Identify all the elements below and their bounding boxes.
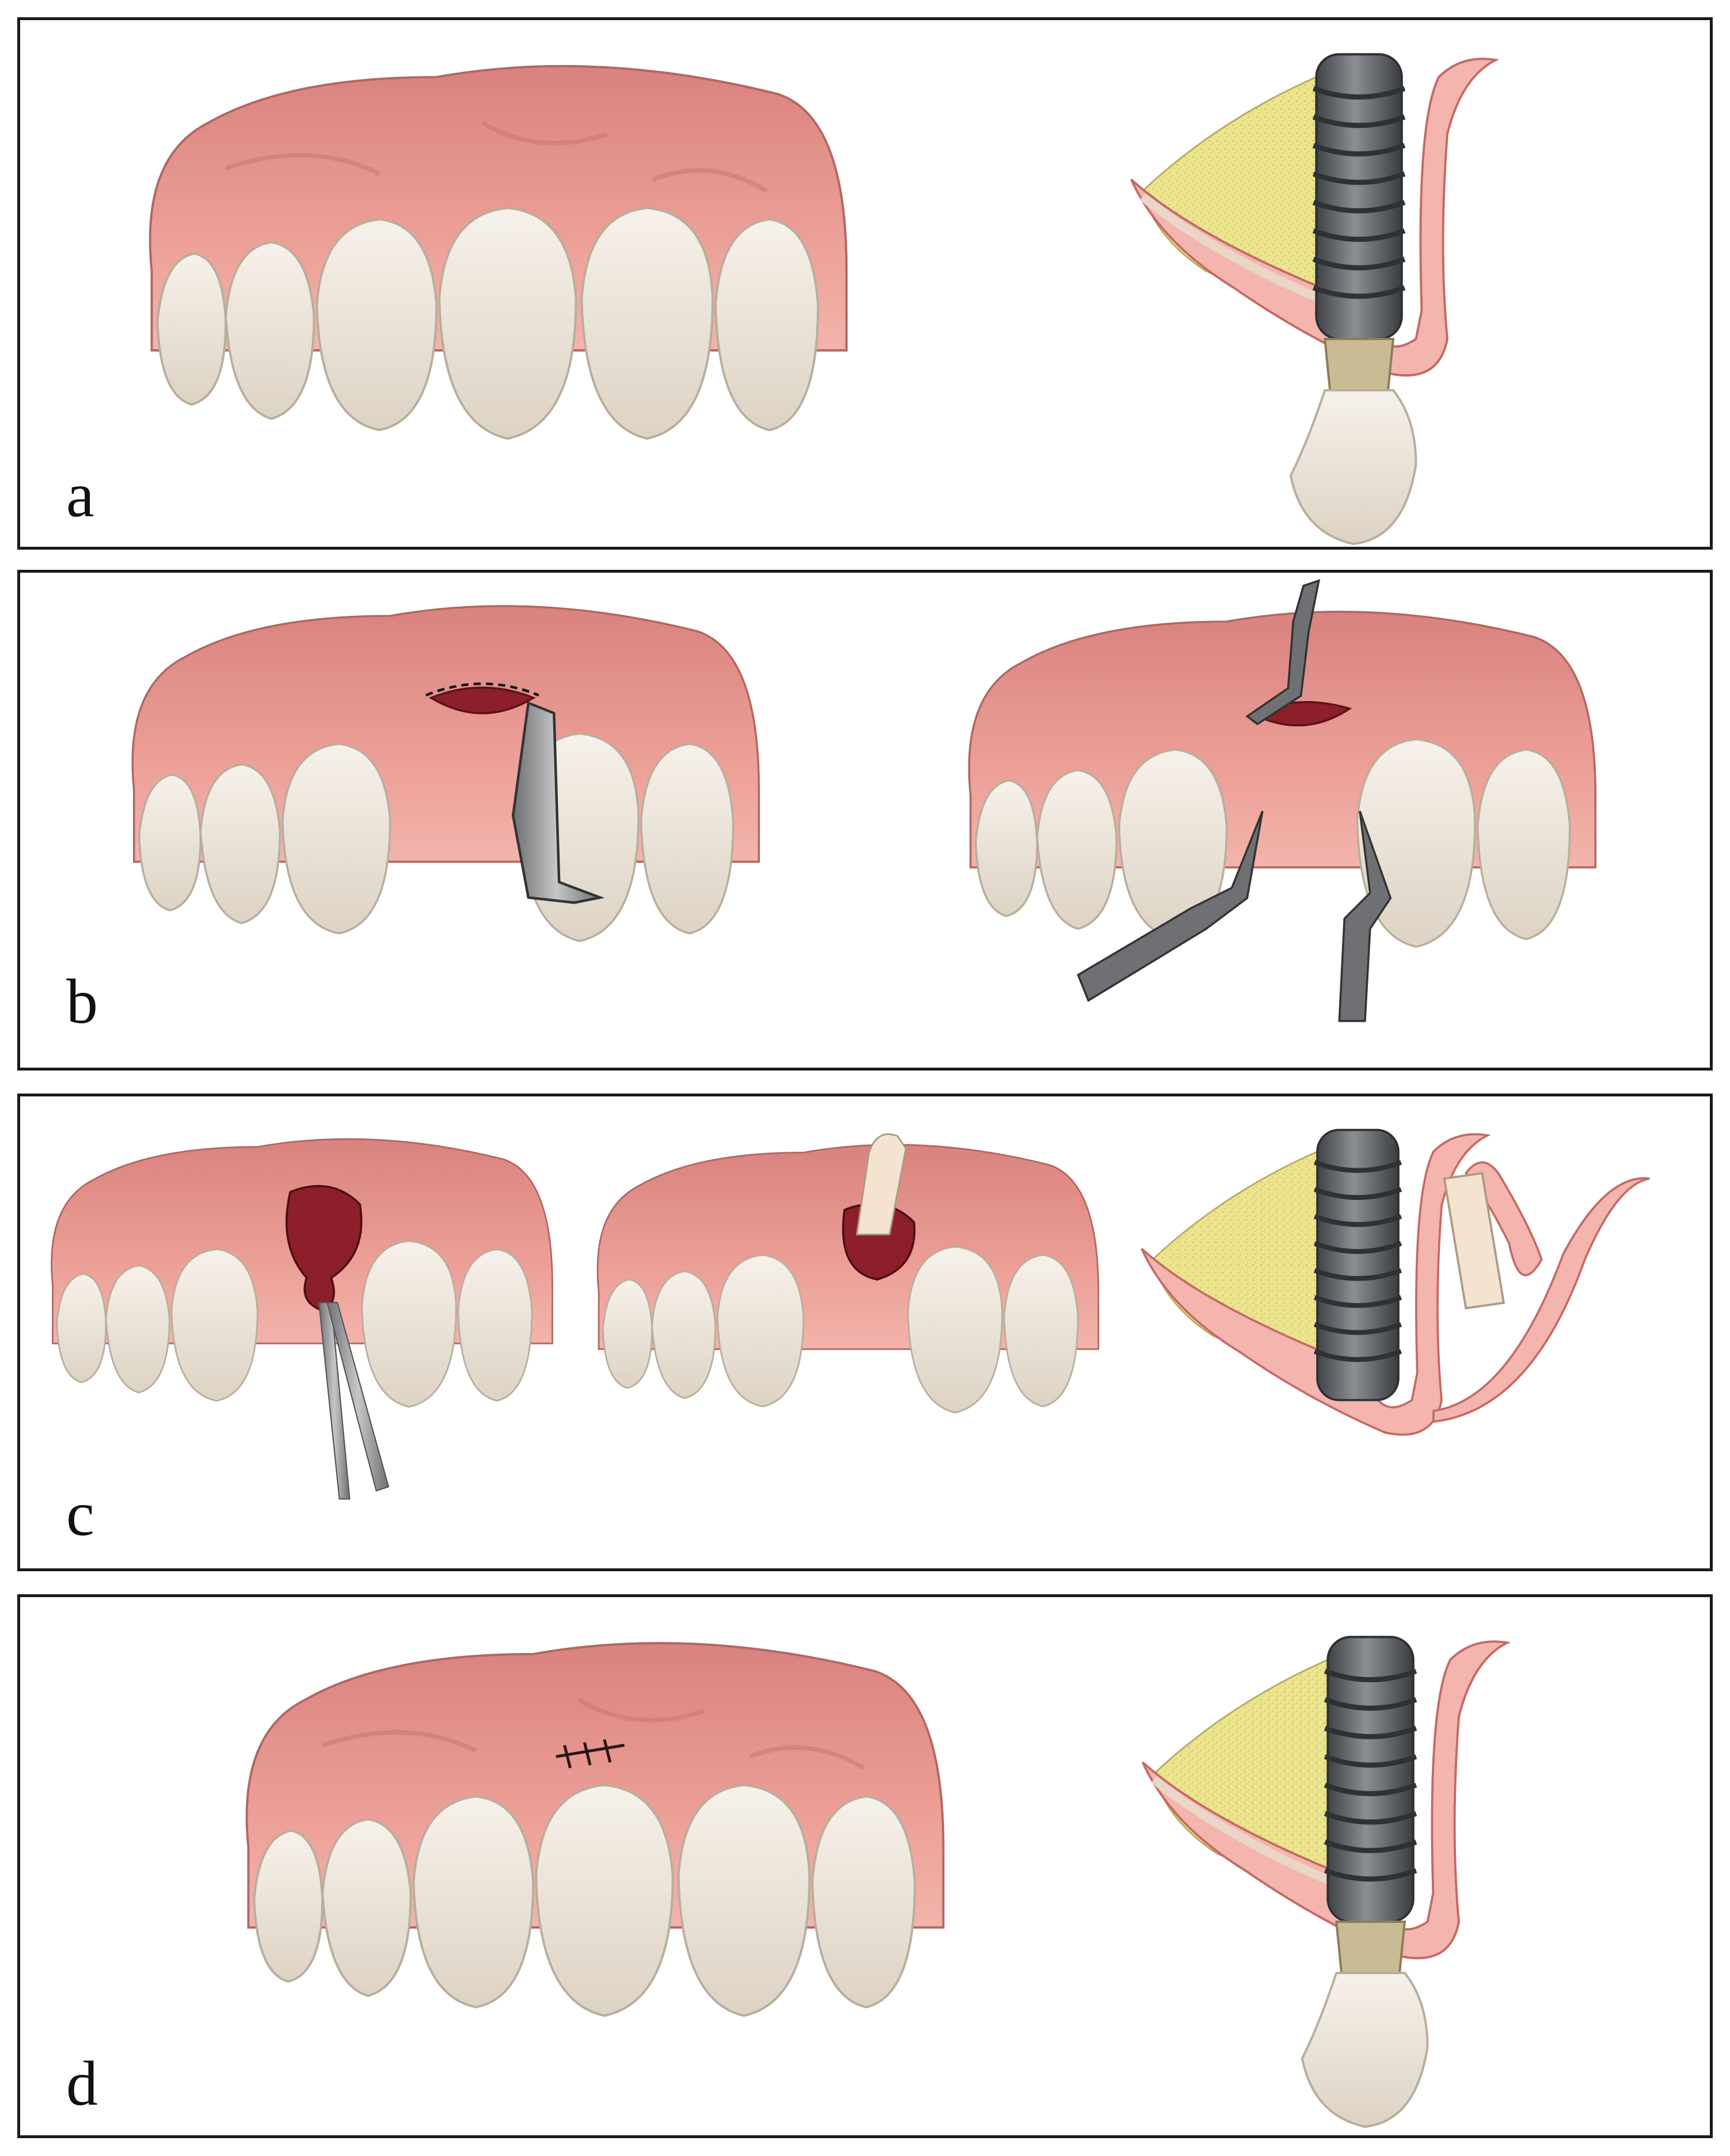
arch-with-incision — [131, 605, 760, 942]
sutured-arch — [247, 1643, 944, 2016]
sutures — [556, 1739, 625, 1769]
crown — [1289, 388, 1417, 546]
implant-section — [1131, 54, 1496, 546]
panel-d: d — [17, 1594, 1713, 2138]
panel-a: a — [17, 17, 1713, 550]
panel-b: b — [17, 570, 1713, 1071]
panel-label: d — [66, 2048, 98, 2119]
panel-c-illustration — [51, 1129, 1650, 1500]
arch-with-graft-insertion — [596, 1133, 1100, 1414]
panel-d-illustration — [20, 1597, 1710, 2128]
arch-with-granulation-removal — [51, 1138, 553, 1500]
panel-label: c — [66, 1479, 94, 1549]
periotome-instrument — [511, 701, 605, 904]
panel-c: c — [17, 1094, 1713, 1571]
panel-a-illustration — [20, 20, 1710, 546]
implant-section-healed — [1143, 1637, 1507, 2128]
panel-label: a — [66, 460, 94, 530]
panel-label: b — [66, 966, 98, 1037]
connective-tissue-graft — [856, 1133, 907, 1236]
panel-b-illustration — [131, 579, 1597, 1022]
full-dental-arch — [150, 66, 847, 439]
implant-section-with-graft — [1140, 1129, 1650, 1436]
arch-with-elevators — [968, 579, 1597, 1022]
